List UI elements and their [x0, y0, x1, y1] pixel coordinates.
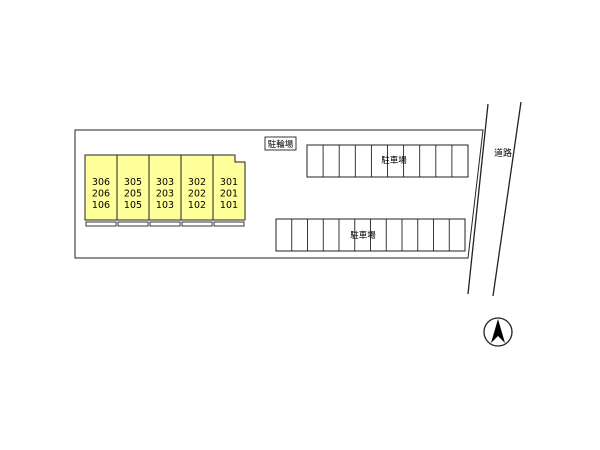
unit-number: 303	[156, 177, 174, 188]
road-label: 道路	[494, 147, 512, 159]
balcony-strip	[181, 221, 213, 227]
unit-number: 102	[188, 200, 206, 211]
unit-number: 101	[220, 200, 238, 211]
unit-outline	[116, 154, 150, 221]
road-edge-left	[467, 103, 489, 295]
bicycle-parking-box	[264, 136, 297, 151]
unit-outline	[148, 154, 182, 221]
unit-outline	[212, 154, 246, 221]
balcony-strip	[213, 221, 245, 227]
apartment-building: 3062061063052051053032031033022021023012…	[84, 154, 246, 227]
unit-number: 205	[124, 189, 142, 200]
bicycle-parking-label: 駐輪場	[268, 139, 294, 150]
parking-upper-label: 駐車場	[381, 155, 407, 166]
road-edge-right	[492, 101, 522, 297]
unit-number: 301	[220, 177, 238, 188]
unit-number: 202	[188, 189, 206, 200]
unit-number: 306	[92, 177, 110, 188]
balcony-strip	[149, 221, 181, 227]
balcony-strip	[117, 221, 149, 227]
parking-lower-label: 駐車場	[350, 230, 376, 241]
parking-area-lower: 駐車場	[275, 218, 466, 252]
balcony-strip	[85, 221, 117, 227]
unit-number: 105	[124, 200, 142, 211]
unit-number: 302	[188, 177, 206, 188]
unit-number: 106	[92, 200, 110, 211]
unit-number: 206	[92, 189, 110, 200]
unit-number: 305	[124, 177, 142, 188]
parking-area-upper: 駐車場	[306, 144, 469, 178]
unit-number: 203	[156, 189, 174, 200]
north-arrow-icon	[483, 317, 513, 347]
unit-number: 103	[156, 200, 174, 211]
unit-number: 201	[220, 189, 238, 200]
